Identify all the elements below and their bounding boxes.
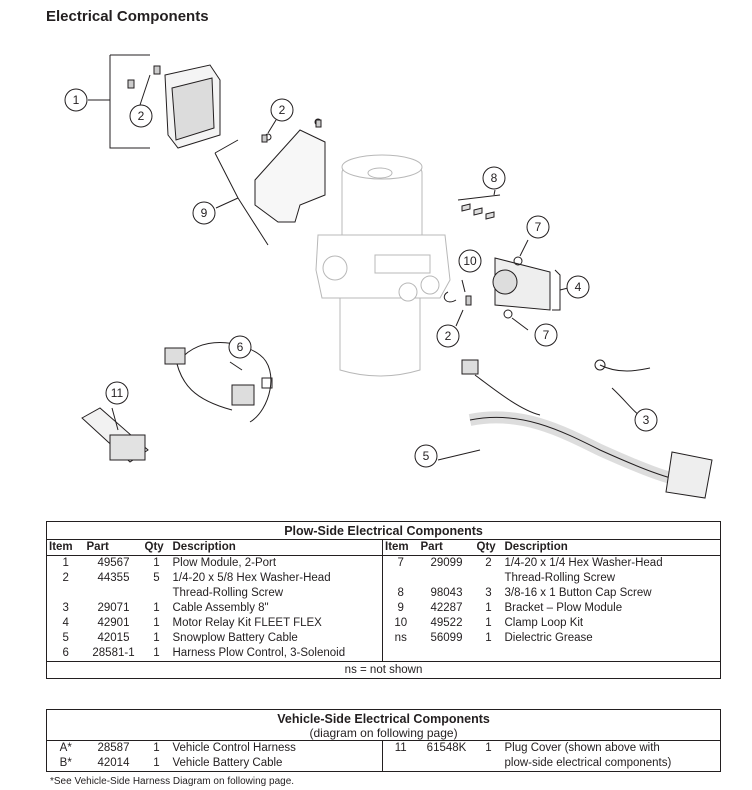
callout-6	[228, 335, 252, 359]
vehicle-table-title: Vehicle-Side Electrical Components	[277, 712, 490, 726]
svg-text:8: 8	[491, 171, 498, 185]
svg-text:11: 11	[111, 386, 124, 400]
callout-7b	[534, 323, 558, 347]
callout-4	[566, 275, 590, 299]
callout-11	[105, 381, 129, 405]
table-row: B* 42014 1 Vehicle Battery Cable plow-si…	[47, 756, 721, 772]
callout-balloons	[64, 88, 658, 468]
callout-2a	[129, 104, 153, 128]
callout-5	[414, 444, 438, 468]
cable-assembly-drawing	[594, 359, 651, 417]
bracket-plow-module-drawing	[214, 118, 326, 246]
svg-text:4: 4	[575, 280, 582, 294]
plow-table-header: Item Part Qty Description Item Part Qty …	[46, 539, 721, 556]
svg-text:2: 2	[138, 109, 145, 123]
table-row: A* 28587 1 Vehicle Control Harness 11 61…	[59, 740, 660, 756]
button-cap-screws-drawing	[457, 189, 501, 220]
svg-text:7: 7	[535, 220, 542, 234]
callout-2b	[270, 98, 294, 122]
motor-relay-drawing	[492, 257, 569, 311]
callout-7a	[526, 215, 550, 239]
svg-text:1: 1	[73, 93, 80, 107]
callout-8	[482, 166, 506, 190]
plow-module-drawing	[88, 54, 221, 149]
svg-text:6: 6	[237, 340, 244, 354]
plow-table-footer: ns = not shown	[46, 661, 721, 679]
callout-9	[192, 201, 216, 225]
svg-text:3: 3	[643, 413, 650, 427]
callout-10	[458, 249, 482, 273]
callout-labels: 1 2 2 9 8 7 10 4 2 7 6 11 3 5	[73, 93, 650, 463]
plow-control-harness-drawing	[164, 342, 273, 423]
exploded-parts-diagram: 1 2 2 9 8 7 10 4 2 7 6 11 3 5	[64, 54, 713, 499]
footnote: *See Vehicle-Side Harness Diagram on fol…	[50, 776, 295, 787]
snowplow-battery-cable-drawing	[437, 359, 713, 499]
callout-1	[64, 88, 88, 112]
hydraulic-pump-drawing	[315, 154, 451, 377]
svg-text:2: 2	[445, 329, 452, 343]
svg-text:7: 7	[543, 328, 550, 342]
svg-text:5: 5	[423, 449, 430, 463]
plug-cover-drawing	[81, 407, 149, 463]
plow-side-parts-table: Plow-Side Electrical Components Item Par…	[46, 521, 722, 679]
vehicle-table-subtitle: (diagram on following page)	[46, 727, 721, 741]
small-hardware-drawing	[261, 119, 529, 331]
callout-2c	[436, 324, 460, 348]
plow-table-title: Plow-Side Electrical Components	[46, 521, 721, 540]
page-title: Electrical Components	[46, 8, 209, 25]
svg-text:9: 9	[201, 206, 208, 220]
callout-3	[634, 408, 658, 432]
vehicle-side-parts-table: Vehicle-Side Electrical Components (diag…	[46, 709, 722, 772]
svg-text:2: 2	[279, 103, 286, 117]
svg-text:10: 10	[463, 254, 477, 268]
